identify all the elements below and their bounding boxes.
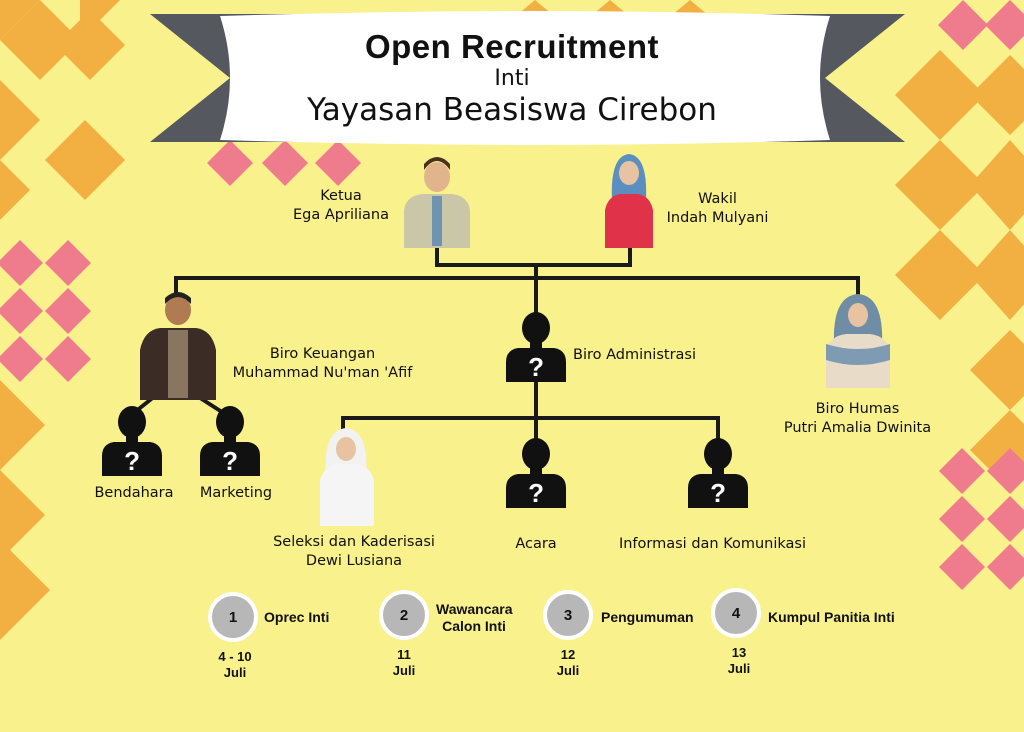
banner-organization: Yayasan Beasiswa Cirebon: [307, 92, 717, 128]
wakil-role: Wakil: [698, 191, 737, 207]
org-connectors: [133, 248, 860, 440]
humas-name: Putri Amalia Dwinita: [783, 420, 932, 436]
timeline-step-1-label: Oprec Inti: [264, 609, 330, 625]
humas-role: Biro Humas: [815, 401, 900, 417]
banner-title: Open Recruitment: [364, 28, 660, 65]
ketua-photo: [404, 157, 470, 248]
timeline-step-2-badge: 2: [379, 590, 429, 640]
timeline-step-1-date: 4 - 10 Juli: [218, 649, 252, 680]
wakil-name: Indah Mulyani: [666, 210, 769, 226]
timeline-step-2-label: Wawancara Calon Inti: [436, 601, 513, 634]
seleksi-role: Seleksi dan Kaderisasi: [273, 534, 435, 550]
infokom-label: Informasi dan Komunikasi: [618, 536, 807, 552]
seleksi-photo: [320, 428, 374, 526]
bendahara-silhouette-icon: [102, 406, 162, 476]
keuangan-photo: [140, 292, 216, 400]
timeline-step-3-label: Pengumuman: [601, 609, 694, 625]
humas-photo: [826, 294, 890, 388]
marketing-label: Marketing: [199, 485, 273, 501]
timeline-step-4-badge: 4: [711, 588, 761, 638]
keuangan-label: Biro Keuangan Muhammad Nu'man 'Afif: [220, 345, 425, 383]
ketua-name: Ega Apriliana: [293, 207, 389, 223]
timeline-step-3-badge: 3: [543, 590, 593, 640]
infokom-silhouette-icon: [688, 438, 748, 508]
administrasi-silhouette-icon: [506, 312, 566, 382]
timeline-step-2-date: 11 Juli: [392, 647, 416, 678]
bendahara-label: Bendahara: [94, 485, 174, 501]
wakil-photo: [605, 154, 653, 248]
ketua-role: Ketua: [320, 188, 362, 204]
administrasi-label: Biro Administrasi: [573, 347, 697, 363]
timeline-step-4-label: Kumpul Panitia Inti: [768, 609, 895, 625]
acara-silhouette-icon: [506, 438, 566, 508]
seleksi-label: Seleksi dan Kaderisasi Dewi Lusiana: [260, 533, 448, 571]
banner-ribbon: [150, 11, 905, 145]
timeline-step-3-date: 12 Juli: [556, 647, 580, 678]
humas-label: Biro Humas Putri Amalia Dwinita: [770, 400, 945, 438]
wakil-label: Wakil Indah Mulyani: [660, 190, 775, 228]
timeline-step-1-badge: 1: [208, 592, 258, 642]
acara-label: Acara: [515, 536, 557, 552]
keuangan-role: Biro Keuangan: [269, 346, 376, 362]
timeline-step-4-date: 13 Juli: [727, 645, 751, 676]
keuangan-name: Muhammad Nu'man 'Afif: [232, 365, 413, 381]
marketing-silhouette-icon: [200, 406, 260, 476]
banner-subtitle: Inti: [494, 66, 530, 91]
seleksi-name: Dewi Lusiana: [305, 553, 403, 569]
ketua-label: Ketua Ega Apriliana: [286, 187, 396, 225]
